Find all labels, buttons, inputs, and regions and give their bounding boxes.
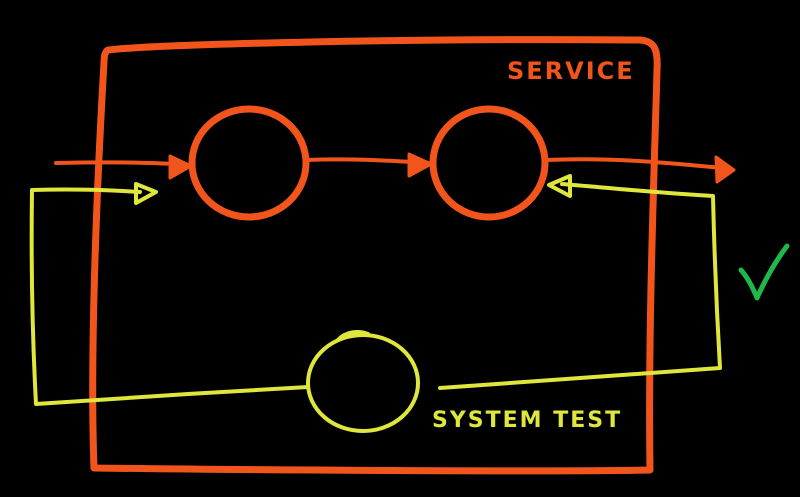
request-flow-arrow-out: [544, 157, 724, 170]
system-test-label: SYSTEM TEST: [432, 408, 622, 433]
system-test-circle-overlap: [336, 330, 370, 342]
request-flow-arrowhead-in: [168, 154, 193, 180]
component-circle-1: [188, 105, 310, 221]
request-flow-arrow-in: [54, 160, 190, 167]
test-input-loop: [29, 187, 310, 406]
test-output-loop: [438, 182, 722, 390]
request-flow-arrowhead-out: [714, 155, 736, 184]
test-input-arrowhead: [134, 182, 158, 205]
component-circle-2: [429, 105, 549, 221]
request-flow-arrowhead-between: [407, 152, 433, 178]
service-boundary-box: [89, 36, 661, 475]
test-output-arrowhead: [547, 174, 572, 198]
service-label: SERVICE: [507, 57, 635, 85]
system-test-circle: [306, 333, 420, 433]
checkmark-icon: [738, 243, 790, 301]
